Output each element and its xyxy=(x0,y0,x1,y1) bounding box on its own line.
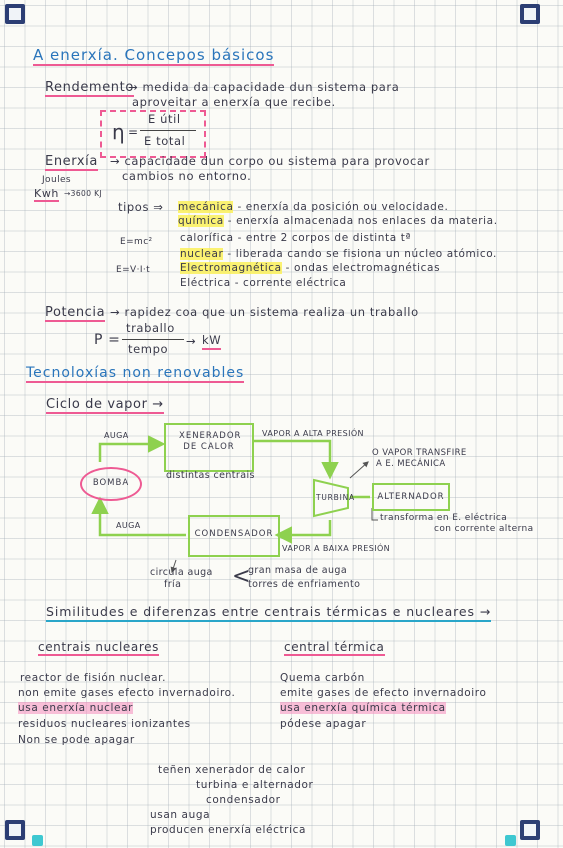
gran-line1: gran masa de auga xyxy=(248,565,348,576)
circula-line1: circula auga xyxy=(150,567,213,578)
vapor-transfire-line2: A E. MECÁNICA xyxy=(376,459,446,469)
bomba-label: BOMBA xyxy=(92,478,130,488)
vapor-alta-label: VAPOR A ALTA PRESIÓN xyxy=(262,429,364,438)
gran-line2: torres de enfriamento xyxy=(248,579,361,590)
potencia-term: Potencia xyxy=(45,305,106,322)
enerxia-term: Enerxía xyxy=(45,154,98,171)
termica-title: central térmica xyxy=(284,640,385,656)
auga-top-label: AUGA xyxy=(104,431,129,440)
rendemento-def-1: → medida da capacidade dun sistema para xyxy=(128,80,400,94)
bomba-ellipse: BOMBA xyxy=(80,467,142,501)
efficiency-formula-box xyxy=(100,110,206,158)
tipos-label: tipos ⇒ xyxy=(118,200,164,214)
corner-dot-bottom-right xyxy=(505,835,516,846)
termica-line-2: emite gases de efecto invernadoiro xyxy=(280,687,487,699)
nucleares-line-5: Non se pode apagar xyxy=(18,734,135,746)
condensador-label: CONDENSADOR xyxy=(194,529,274,539)
energy-type-mecanica: mecánica - enerxía da posición ou veloci… xyxy=(178,201,449,213)
corner-marker-top-right xyxy=(520,4,540,24)
common-line-2: turbina e alternador xyxy=(196,779,314,791)
page-title: A enerxía. Concepos básicos xyxy=(33,46,275,66)
power-unit: kW xyxy=(202,334,222,350)
energy-type-electromagnetica: Electromagnética - ondas electromagnétic… xyxy=(180,262,441,274)
termica-line-3-text: usa enerxía química térmica xyxy=(280,702,446,714)
efficiency-numerator: E útil xyxy=(148,112,181,126)
termica-line-1: Quema carbón xyxy=(280,672,365,684)
power-formula-numerator: traballo xyxy=(126,321,175,335)
formula-emc: E=mc² xyxy=(120,237,153,247)
arrow-bomba-to-xenerador xyxy=(98,435,166,462)
xenerador-label: XENERADOR DE CALOR xyxy=(179,431,242,452)
energy-type-nuclear: nuclear - liberada cando se fisiona un n… xyxy=(180,248,497,260)
unit-joules: Joules xyxy=(42,175,71,185)
common-line-5: producen enerxía eléctrica xyxy=(150,824,307,836)
condensador-box: CONDENSADOR xyxy=(188,515,280,557)
unit-kwh: Kwh xyxy=(34,187,59,202)
common-line-3: condensador xyxy=(206,794,281,806)
power-formula-denominator: tempo xyxy=(128,342,169,356)
power-formula-lhs: P = xyxy=(94,332,121,348)
ciclo-title: Ciclo de vapor → xyxy=(46,397,164,414)
formula-evit: E=V·I·t xyxy=(116,265,151,275)
transforma-line2: con corrente alterna xyxy=(434,524,534,534)
tecnoloxias-title: Tecnoloxías non renovables xyxy=(26,365,245,383)
alternador-box: ALTERNADOR xyxy=(372,483,450,511)
energy-type-quimica: química - enerxía almacenada nos enlaces… xyxy=(178,215,498,227)
power-unit-arrow: → xyxy=(186,334,197,348)
efficiency-symbol: η xyxy=(112,120,126,144)
vapor-transfire-line1: O VAPOR TRANSFIRE xyxy=(372,448,467,458)
corner-marker-bottom-left xyxy=(5,820,25,840)
efficiency-denominator: E total xyxy=(144,134,186,148)
nucleares-line-4: residuos nucleares ionizantes xyxy=(18,718,191,730)
power-fraction-line xyxy=(122,339,184,340)
vapor-baixa-label: VAPOR A BAIXA PRESIÓN xyxy=(282,544,391,553)
arrow-to-transfire-note xyxy=(349,461,369,479)
corner-marker-bottom-right xyxy=(520,820,540,840)
arrow-xenerador-to-turbina xyxy=(253,439,339,480)
termica-line-3: usa enerxía química térmica xyxy=(280,702,446,714)
enerxia-def-1: → capacidade dun corpo ou sistema para p… xyxy=(110,154,430,168)
nucleares-line-3-text: usa enerxía nuclear xyxy=(18,702,134,714)
transforma-line1: transforma en E. eléctrica xyxy=(380,513,508,523)
alternador-label: ALTERNADOR xyxy=(377,492,445,502)
unit-kwh-conversion: →3600 KJ xyxy=(64,189,103,198)
nucleares-line-1: reactor de fisión nuclear. xyxy=(20,672,167,684)
rendemento-term: Rendemento xyxy=(45,80,134,97)
xenerador-box: XENERADOR DE CALOR xyxy=(164,423,254,472)
nucleares-line-2: non emite gases efecto invernadoiro. xyxy=(18,687,236,699)
arrow-condensador-to-bomba xyxy=(91,496,186,537)
potencia-def: → rapidez coa que un sistema realiza un … xyxy=(110,305,419,319)
energy-type-electrica: Eléctrica - corrente eléctrica xyxy=(180,277,347,289)
nucleares-line-3: usa enerxía nuclear xyxy=(18,702,134,714)
bracket-less: < xyxy=(232,564,252,589)
energy-type-calorifica: calorífica - entre 2 corpos de distinta … xyxy=(180,232,411,244)
turbina-label: TURBINA xyxy=(316,493,355,502)
efficiency-equals: = xyxy=(128,125,139,139)
circula-line2: fría xyxy=(164,579,182,590)
similitudes-title: Similitudes e diferenzas entre centrais … xyxy=(46,605,492,622)
arrow-turbina-to-condensador xyxy=(274,520,332,544)
distintas-centrais-note: distintas centrais xyxy=(166,470,255,481)
efficiency-fraction-line xyxy=(140,130,196,131)
enerxia-def-2: cambios no entorno. xyxy=(122,169,252,183)
nucleares-title: centrais nucleares xyxy=(38,640,159,656)
common-line-4: usan auga xyxy=(150,809,211,821)
auga-bottom-label: AUGA xyxy=(116,521,141,530)
rendemento-def-2: aproveitar a enerxía que recibe. xyxy=(132,95,336,109)
common-line-1: teñen xenerador de calor xyxy=(158,764,306,776)
termica-line-4: pódese apagar xyxy=(280,718,367,730)
corner-marker-top-left xyxy=(5,4,25,24)
corner-dot-bottom-left xyxy=(32,835,43,846)
